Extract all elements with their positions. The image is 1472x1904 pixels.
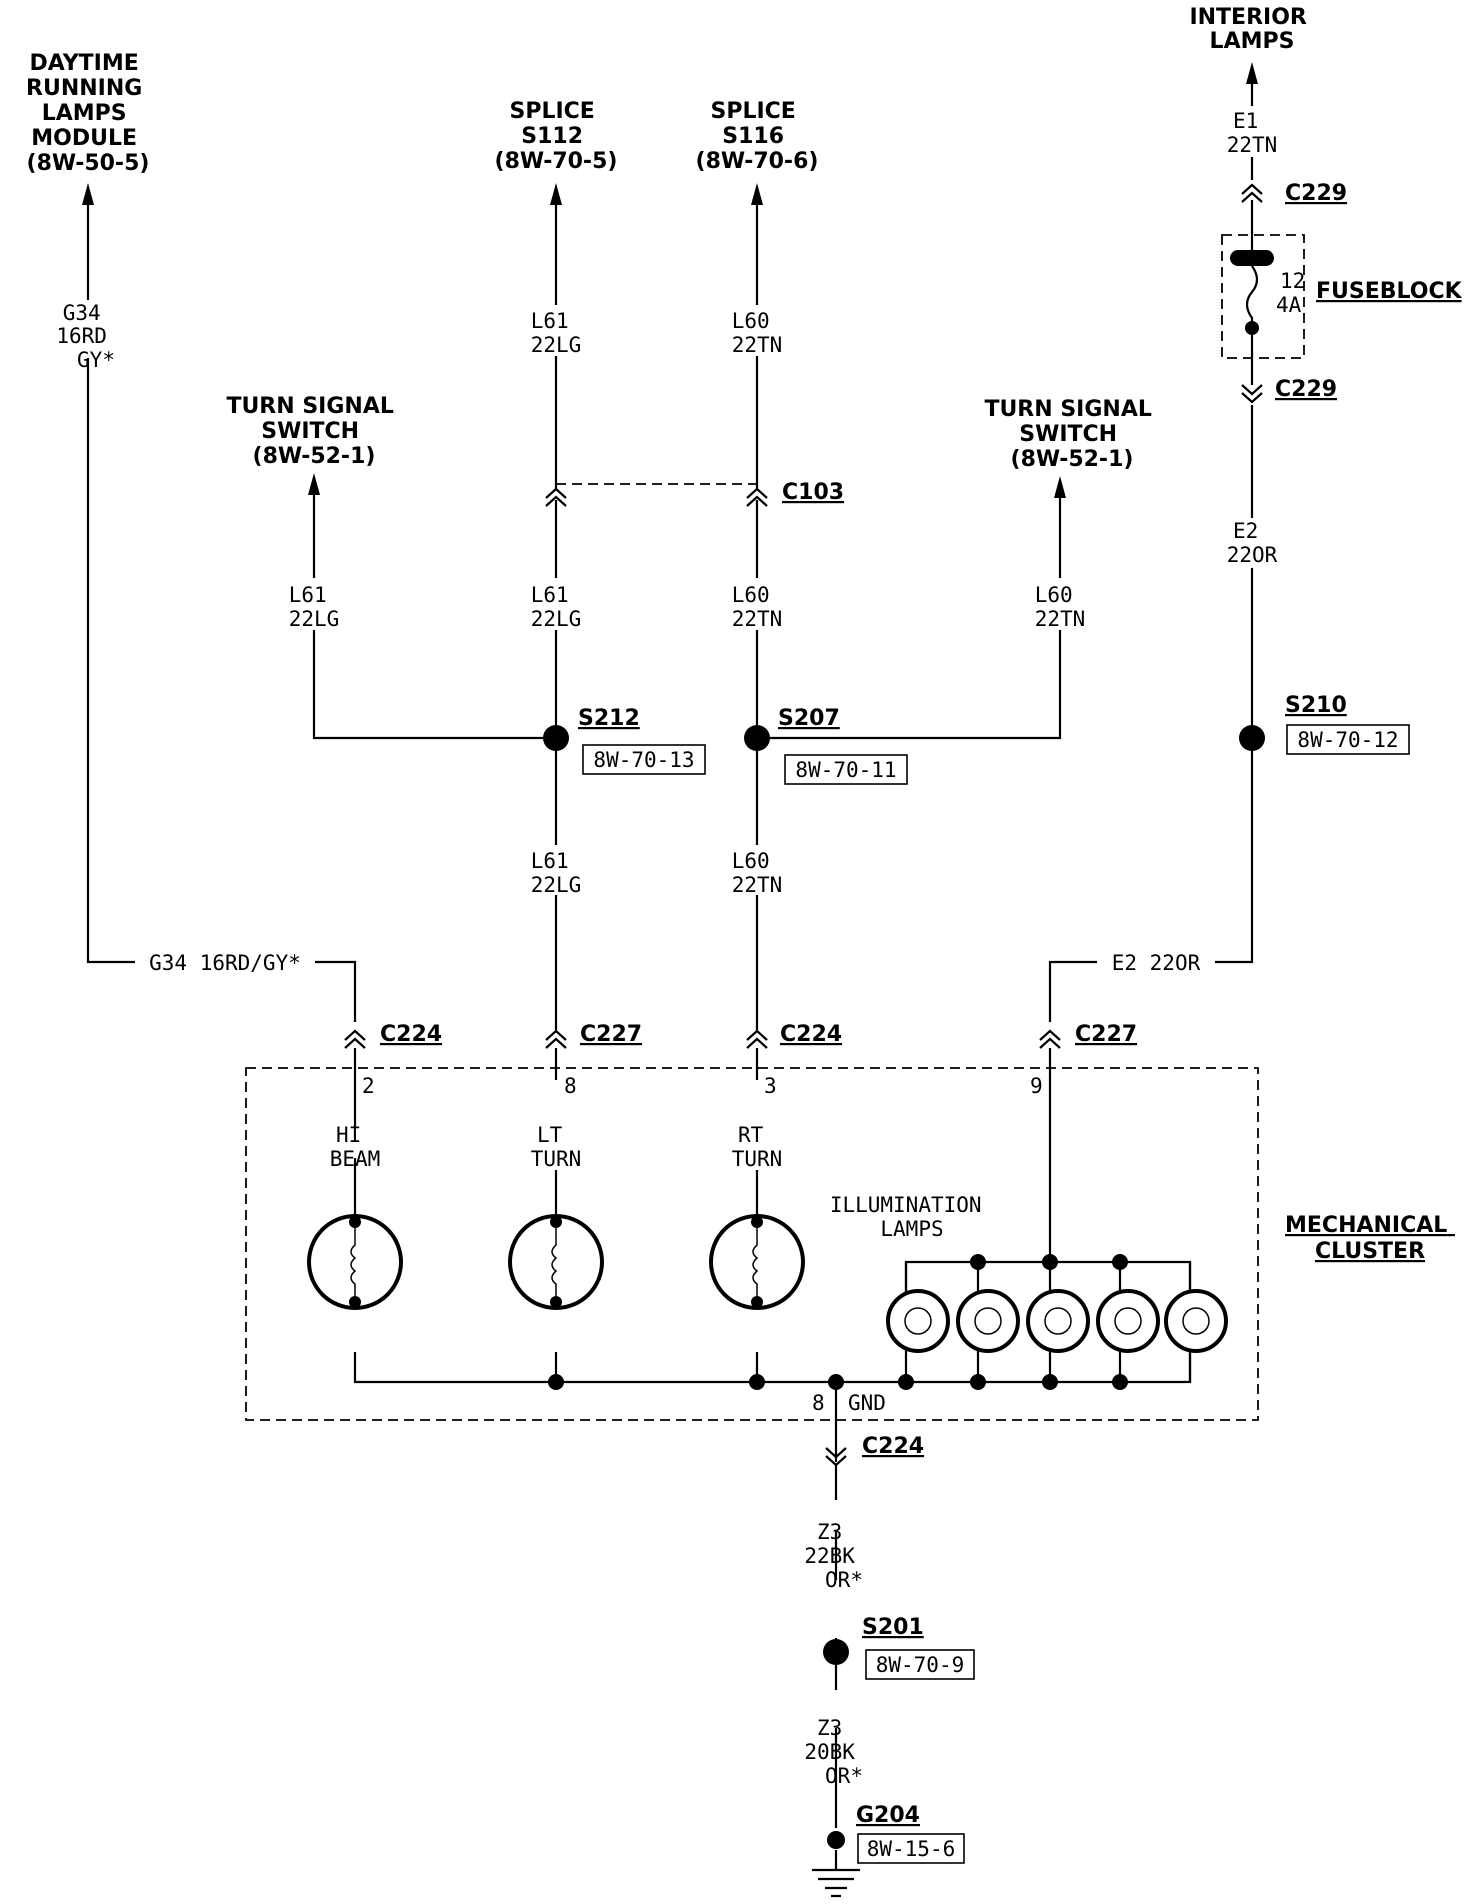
- wire-label-l60-top: L60 22TN: [732, 309, 783, 357]
- arrow-heads: [82, 62, 1258, 498]
- lt-turn-bulb-icon: [508, 1214, 604, 1310]
- splice-s116-label: SPLICE S116 (8W-70-6): [696, 99, 819, 174]
- fuse-rating: 4A: [1276, 293, 1302, 317]
- arrow-s116: [751, 183, 763, 205]
- illumination-lamps-label: ILLUMINATION LAMPS: [830, 1193, 994, 1241]
- arrow-tss-right: [1054, 476, 1066, 498]
- wire-label-g34-vertical: G34 16RD GY*: [56, 301, 119, 372]
- wire-label-z3-lower: Z3 20BK OR*: [804, 1716, 867, 1788]
- wire-label-e2-vertical: E2 22OR: [1227, 519, 1278, 567]
- splice-s212: S212 8W-70-13: [543, 706, 706, 775]
- wire-label-e2-horizontal: E2 22OR: [1112, 951, 1201, 975]
- connector-label-c229-bottom: C229: [1275, 377, 1337, 402]
- ground-icon: [812, 1868, 860, 1898]
- connector-label-c227-b: C227: [1075, 1022, 1137, 1047]
- ground-id: G204: [856, 1803, 920, 1828]
- connector-label-c224-a: C224: [380, 1022, 442, 1047]
- drl-module-label: DAYTIME RUNNING LAMPS MODULE (8W-50-5): [26, 51, 150, 176]
- fuse-terminal: [1245, 321, 1259, 335]
- wire-label-l61-low: L61 22LG: [531, 849, 582, 897]
- mechanical-cluster: MECHANICAL CLUSTER 2 8 3 9 HI BEAM LT TU…: [245, 1048, 1455, 1421]
- junction-dots: [548, 1254, 1128, 1390]
- cluster-label: MECHANICAL CLUSTER: [1285, 1213, 1455, 1264]
- splice-s210-ref-box: [1286, 724, 1410, 755]
- rt-turn-label: RT TURN: [732, 1123, 783, 1171]
- splice-s212-id: S212: [578, 706, 640, 731]
- cluster-outline: [245, 1067, 1259, 1421]
- connector-label-c227-a: C227: [580, 1022, 642, 1047]
- ground-ref-box: [857, 1833, 965, 1864]
- ground-g204: G204 8W-15-6: [812, 1803, 965, 1898]
- illumination-bulb-icon: [886, 1289, 1228, 1353]
- wire-label-z3-upper: Z3 22BK OR*: [804, 1520, 867, 1592]
- splice-s207-ref: 8W-70-11: [795, 758, 896, 782]
- splice-s212-ref: 8W-70-13: [593, 748, 694, 772]
- pin-hi-beam: 2: [362, 1074, 375, 1098]
- arrow-tss-left: [308, 473, 320, 495]
- turn-signal-switch-left-label: TURN SIGNAL SWITCH (8W-52-1): [226, 394, 401, 469]
- arrow-drl: [82, 183, 94, 205]
- splice-s201-ref: 8W-70-9: [876, 1653, 965, 1677]
- wire-label-g34-horizontal: G34 16RD/GY*: [149, 951, 301, 975]
- fuse-element: [1245, 265, 1259, 325]
- fuse-number: 12: [1280, 269, 1305, 293]
- fuseblock: 12 4A FUSEBLOCK: [1221, 234, 1463, 359]
- splice-s201-id: S201: [862, 1615, 924, 1640]
- splice-s201: S201 8W-70-9: [823, 1615, 975, 1680]
- hi-beam-label: HI BEAM: [330, 1123, 381, 1171]
- ground-ref: 8W-15-6: [867, 1837, 956, 1861]
- wire-label-l60-right: L60 22TN: [1035, 583, 1086, 631]
- interior-lamps-label: INTERIOR LAMPS: [1189, 5, 1314, 54]
- pin-illum: 9: [1030, 1074, 1043, 1098]
- arrow-s112: [550, 183, 562, 205]
- splice-s201-ref-box: [865, 1649, 975, 1680]
- pin-gnd: 8: [812, 1391, 825, 1415]
- hi-beam-bulb-icon: [307, 1214, 403, 1310]
- rt-turn-bulb-icon: [709, 1214, 805, 1310]
- lt-turn-label: LT TURN: [531, 1123, 582, 1171]
- connector-label-c229-top: C229: [1285, 181, 1347, 206]
- wire-label-l61-left: L61 22LG: [289, 583, 340, 631]
- wire-label-e1: E1 22TN: [1227, 109, 1278, 157]
- splice-s207: S207 8W-70-11: [744, 706, 908, 785]
- connector-label-c103: C103: [782, 480, 844, 505]
- gnd-label: GND: [848, 1391, 886, 1415]
- fuseblock-label: FUSEBLOCK: [1316, 279, 1463, 304]
- splice-s207-ref-box: [784, 754, 908, 785]
- wire-label-l61-top: L61 22LG: [531, 309, 582, 357]
- turn-signal-switch-right-label: TURN SIGNAL SWITCH (8W-52-1): [984, 397, 1159, 472]
- fuse-bar: [1230, 250, 1274, 266]
- splice-s212-ref-box: [582, 744, 706, 775]
- pin-rt-turn: 3: [764, 1074, 777, 1098]
- wire-label-l61-mid: L61 22LG: [531, 583, 582, 631]
- wire-label-l60-low: L60 22TN: [732, 849, 783, 897]
- connector-label-c224-b: C224: [780, 1022, 842, 1047]
- splice-s210-id: S210: [1285, 693, 1347, 718]
- pin-lt-turn: 8: [564, 1074, 577, 1098]
- connector-symbols: [344, 183, 1263, 1467]
- wire-label-l60-mid: L60 22TN: [732, 583, 783, 631]
- arrow-interior: [1246, 62, 1258, 84]
- splice-s112-label: SPLICE S112 (8W-70-5): [495, 99, 618, 174]
- splice-s207-id: S207: [778, 706, 840, 731]
- splice-s210-ref: 8W-70-12: [1297, 728, 1398, 752]
- connector-label-c224-gnd: C224: [862, 1434, 924, 1459]
- splice-s210: S210 8W-70-12: [1239, 693, 1410, 755]
